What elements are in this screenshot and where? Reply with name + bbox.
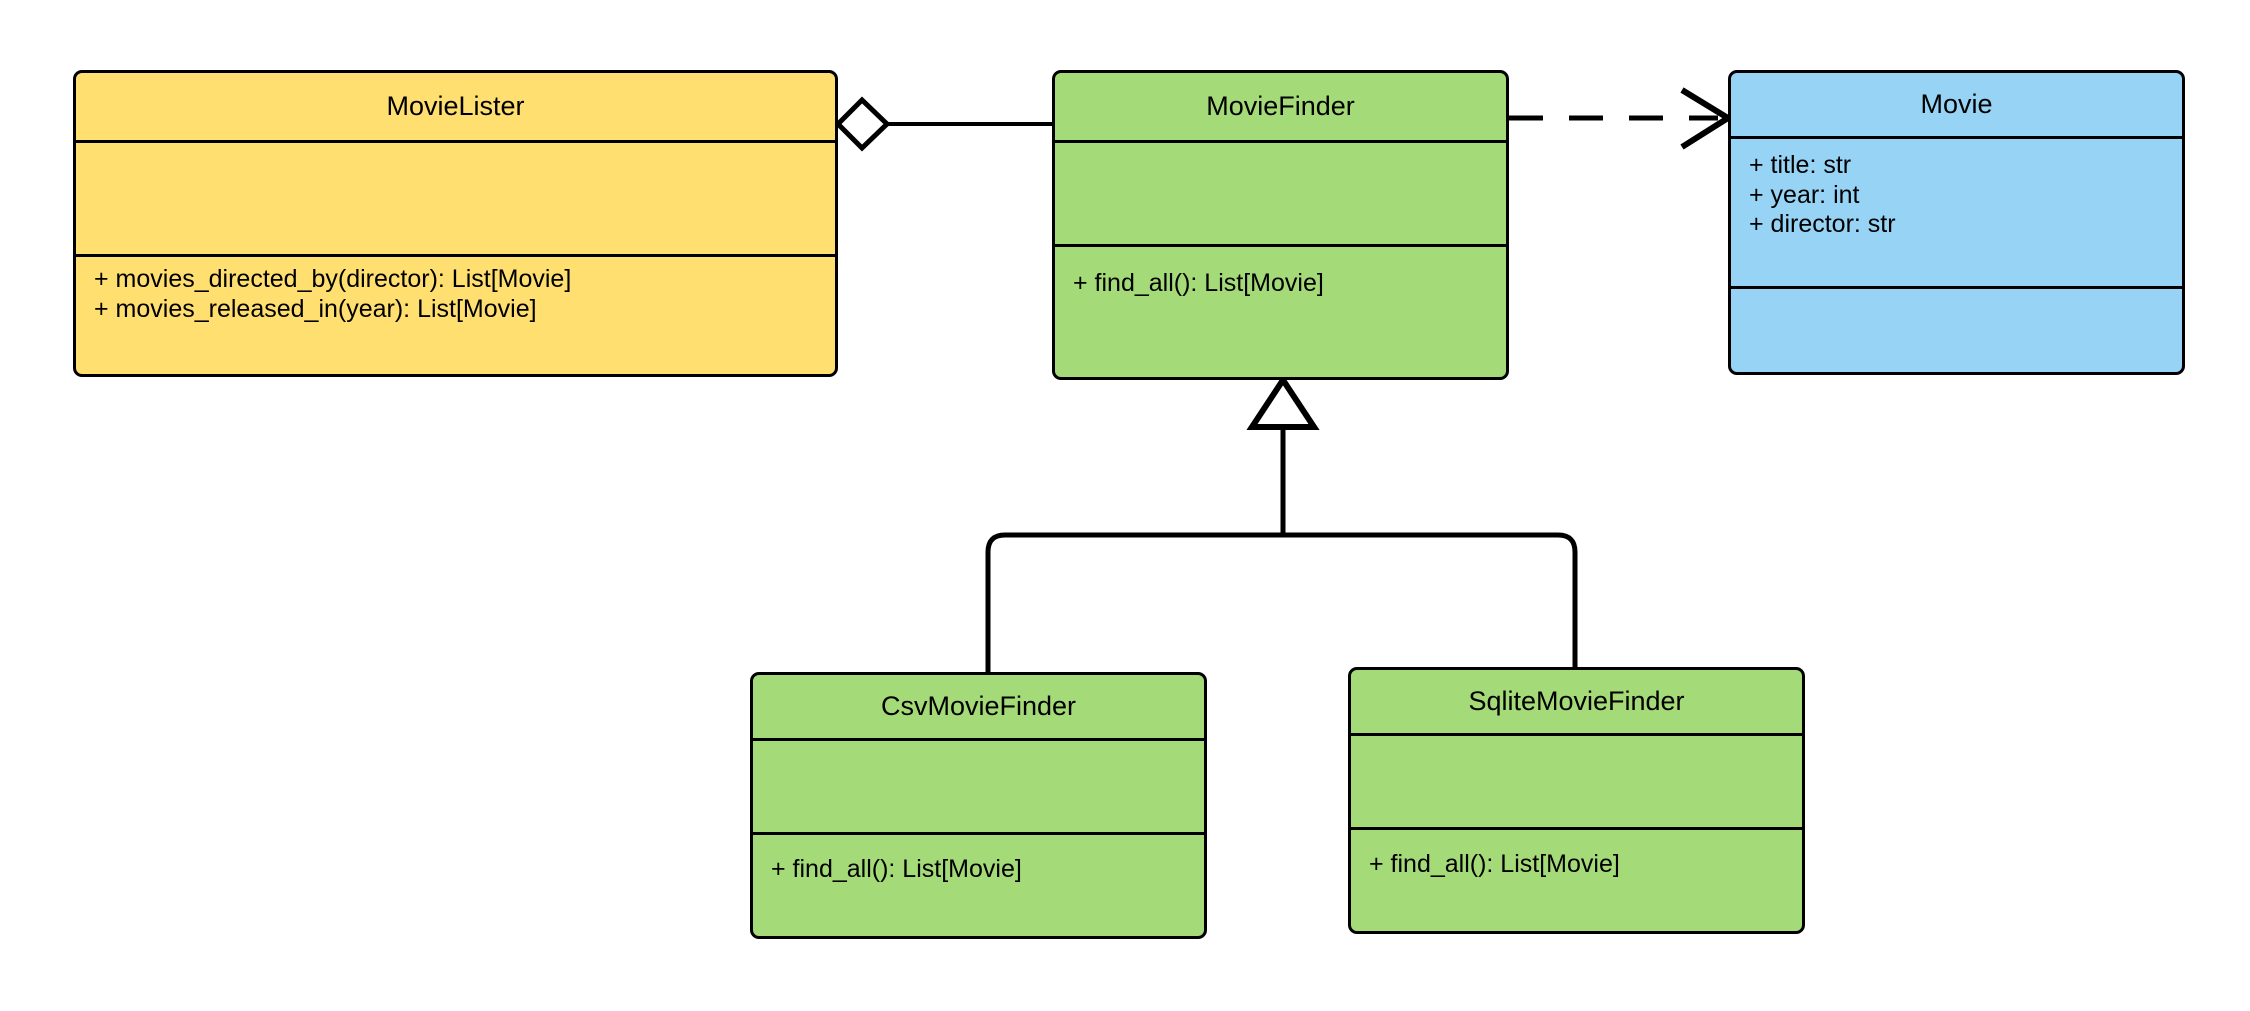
- method-item: + movies_released_in(year): List[Movie]: [94, 294, 537, 323]
- class-name-movie: Movie: [1731, 73, 2182, 139]
- class-box-movie-finder[interactable]: MovieFinder + find_all(): List[Movie]: [1052, 70, 1509, 380]
- attribute-item: + director: str: [1749, 210, 1896, 238]
- methods-compartment-movie: [1731, 289, 2182, 372]
- attributes-compartment-sqlite-movie-finder: [1351, 736, 1802, 830]
- method-item: + find_all(): List[Movie]: [1369, 850, 1620, 878]
- class-name-movie-finder: MovieFinder: [1055, 73, 1506, 143]
- inheritance-branch-csv: [985, 532, 1283, 672]
- class-name-sqlite-movie-finder: SqliteMovieFinder: [1351, 670, 1802, 736]
- attributes-compartment-csv-movie-finder: [753, 741, 1204, 835]
- methods-compartment-csv-movie-finder: + find_all(): List[Movie]: [753, 835, 1204, 936]
- methods-compartment-movie-finder: + find_all(): List[Movie]: [1055, 247, 1506, 377]
- class-name-csv-movie-finder: CsvMovieFinder: [753, 675, 1204, 741]
- class-box-csv-movie-finder[interactable]: CsvMovieFinder + find_all(): List[Movie]: [750, 672, 1207, 939]
- method-item: + find_all(): List[Movie]: [1073, 269, 1324, 297]
- class-box-movie[interactable]: Movie + title: str + year: int + directo…: [1728, 70, 2185, 375]
- hollow-triangle-marker: [1246, 374, 1320, 430]
- attributes-compartment-movie-finder: [1055, 143, 1506, 247]
- attributes-compartment-movie-lister: [76, 143, 835, 257]
- class-box-movie-lister[interactable]: MovieLister + movies_directed_by(directo…: [73, 70, 838, 377]
- attributes-compartment-movie: + title: str + year: int + director: str: [1731, 139, 2182, 289]
- class-name-movie-lister: MovieLister: [76, 73, 835, 143]
- methods-compartment-movie-lister: + movies_directed_by(director): List[Mov…: [76, 257, 835, 374]
- inheritance-branch-sqlite: [1283, 532, 1578, 667]
- methods-compartment-sqlite-movie-finder: + find_all(): List[Movie]: [1351, 830, 1802, 931]
- method-item: + movies_directed_by(director): List[Mov…: [94, 265, 572, 293]
- attribute-item: + year: int: [1749, 180, 1860, 209]
- method-item: + find_all(): List[Movie]: [771, 855, 1022, 883]
- class-box-sqlite-movie-finder[interactable]: SqliteMovieFinder + find_all(): List[Mov…: [1348, 667, 1805, 934]
- attribute-item: + title: str: [1749, 151, 1852, 179]
- hollow-diamond-marker: [834, 96, 891, 152]
